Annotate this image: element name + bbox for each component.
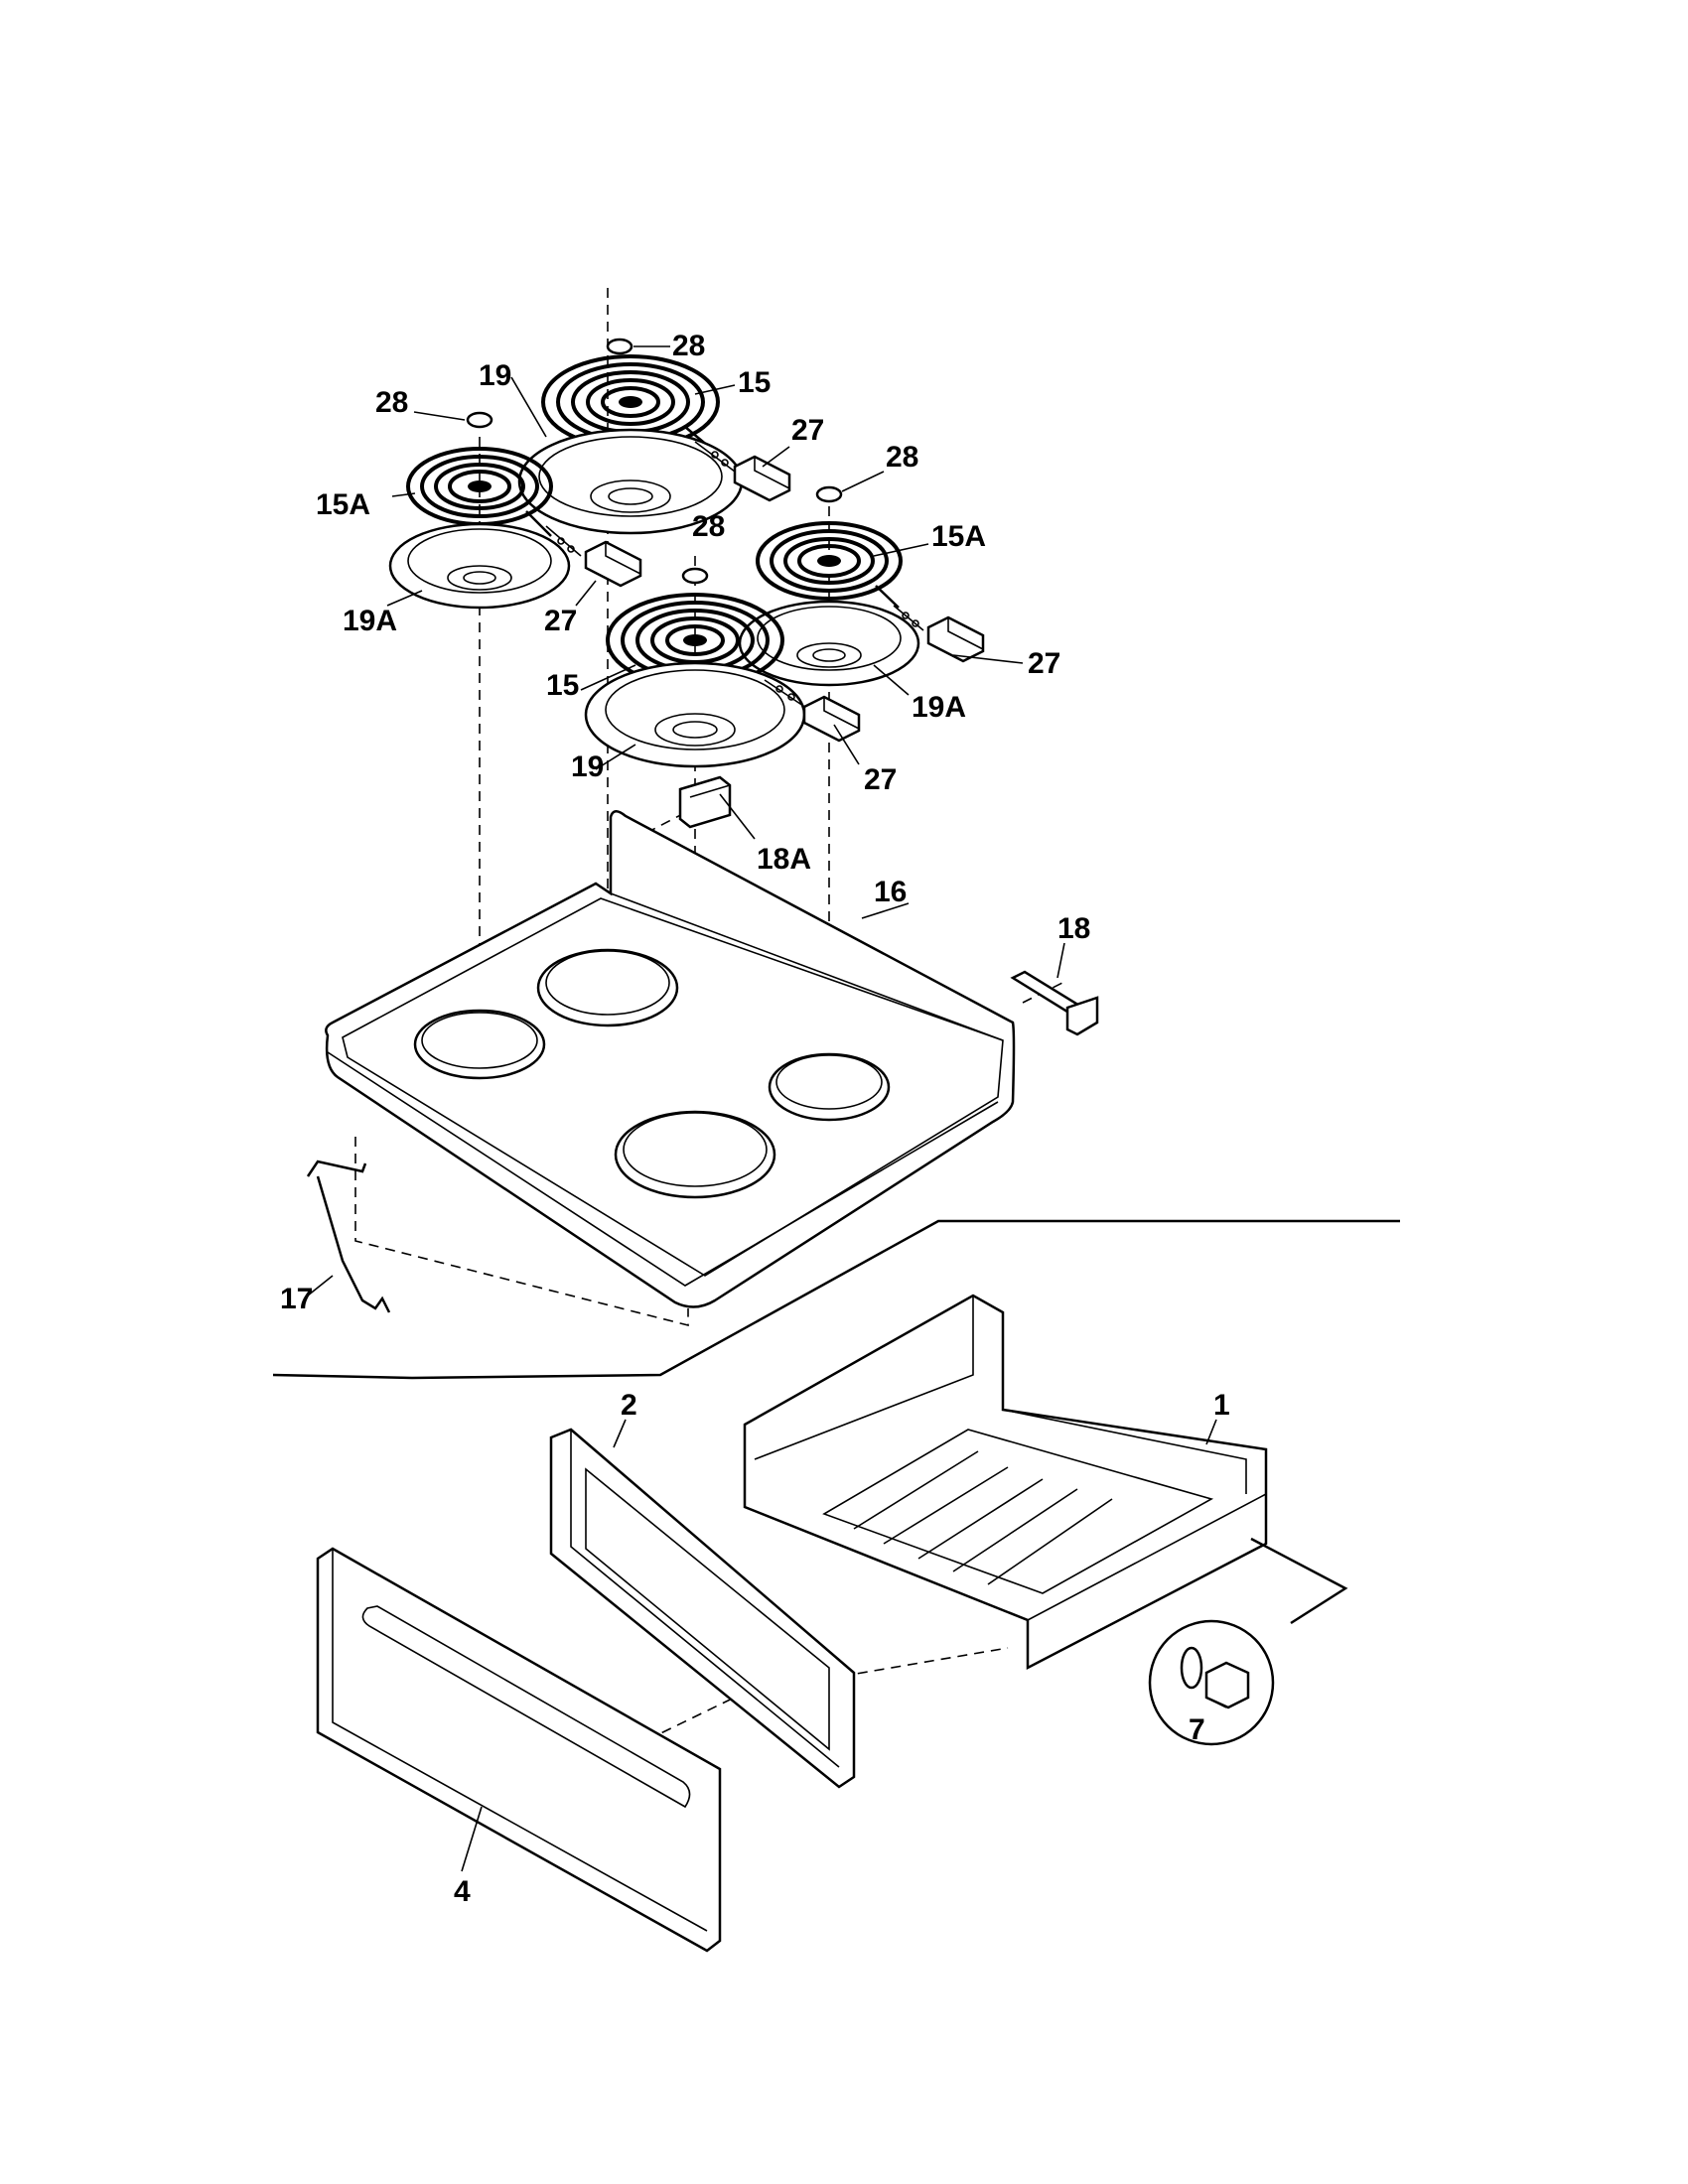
pan-right-small bbox=[738, 600, 920, 687]
leader-lines bbox=[307, 345, 1217, 1872]
bracket-rear bbox=[678, 775, 732, 829]
label-element-left-small: 15A bbox=[316, 488, 370, 521]
label-drawer-body: 1 bbox=[1213, 1389, 1230, 1422]
receptacle-right bbox=[893, 605, 985, 663]
label-receptacle-left: 27 bbox=[544, 605, 577, 637]
label-cap-rear-center: 28 bbox=[672, 330, 705, 362]
bracket-side bbox=[1010, 970, 1099, 1036]
label-pan-rear-large: 19 bbox=[479, 359, 511, 392]
receptacle-front bbox=[764, 679, 861, 743]
drawer-front bbox=[316, 1547, 722, 1953]
label-receptacle-rear-large: 27 bbox=[791, 414, 824, 447]
receptacle-rear-large bbox=[694, 441, 791, 502]
label-drawer-front: 4 bbox=[454, 1875, 471, 1908]
label-pan-left-small: 19A bbox=[343, 605, 397, 637]
label-pan-right-small: 19A bbox=[912, 691, 966, 724]
cooktop bbox=[325, 810, 1016, 1308]
label-bracket-rear: 18A bbox=[757, 843, 811, 876]
label-receptacle-front: 27 bbox=[864, 763, 897, 796]
hinge-rod bbox=[306, 1160, 391, 1313]
label-element-rear-large: 15 bbox=[738, 366, 771, 399]
drawer-roller bbox=[1148, 1537, 1348, 1746]
label-bracket-side: 18 bbox=[1057, 912, 1090, 945]
pan-rear-large bbox=[517, 428, 744, 535]
element-right-small bbox=[756, 521, 903, 609]
drawer-body bbox=[743, 1294, 1268, 1671]
pan-left-small bbox=[388, 522, 571, 610]
label-drawer-liner: 2 bbox=[621, 1389, 637, 1422]
label-hinge-rod: 17 bbox=[280, 1283, 313, 1315]
label-cooktop: 16 bbox=[874, 876, 907, 908]
section-divider bbox=[272, 1219, 1400, 1380]
part-labels: 28 19 15 28 27 28 15A 28 15A 19A 27 27 1… bbox=[280, 330, 1230, 1908]
label-receptacle-right: 27 bbox=[1028, 647, 1060, 680]
pan-front-large bbox=[584, 661, 806, 768]
label-drawer-roller: 7 bbox=[1189, 1713, 1205, 1746]
label-element-front-large: 15 bbox=[546, 669, 579, 702]
label-cap-left: 28 bbox=[375, 386, 408, 419]
label-element-right-small: 15A bbox=[931, 520, 986, 553]
receptacle-left bbox=[545, 525, 642, 588]
label-pan-front-large: 19 bbox=[571, 751, 604, 783]
label-cap-center-front: 28 bbox=[692, 510, 725, 543]
label-cap-right: 28 bbox=[886, 441, 918, 474]
drawer-liner bbox=[549, 1428, 856, 1789]
caps bbox=[466, 338, 843, 585]
